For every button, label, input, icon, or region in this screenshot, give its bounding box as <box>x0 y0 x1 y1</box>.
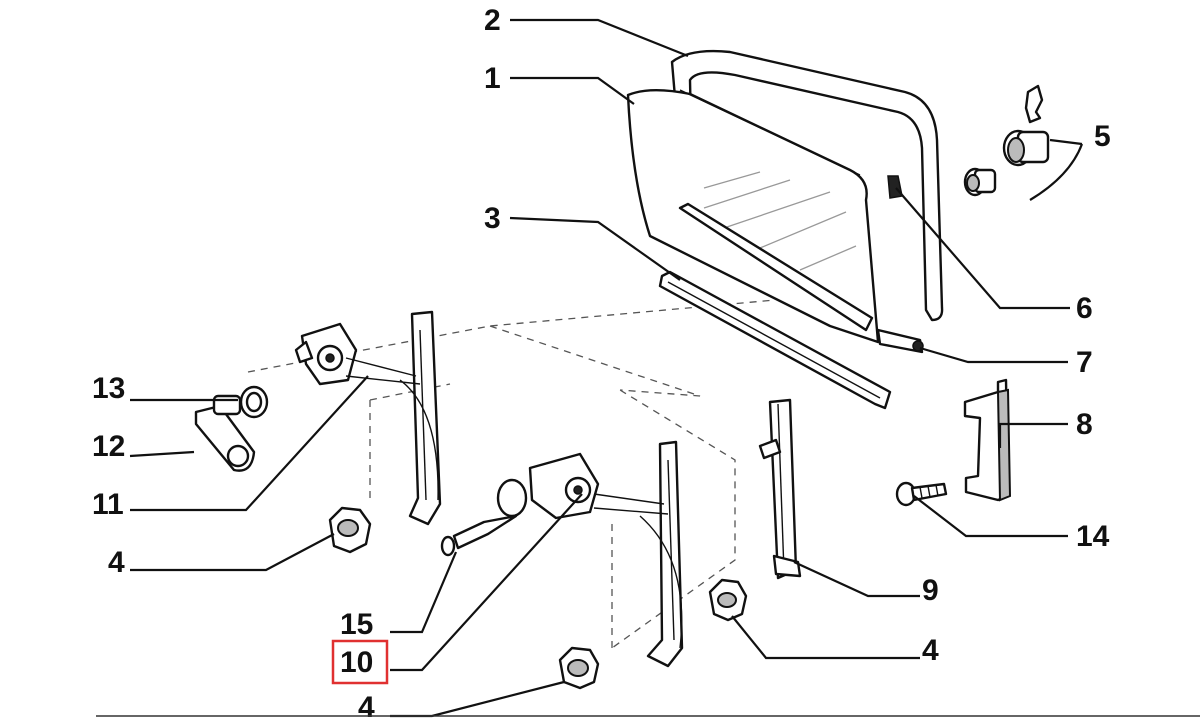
regulator-upper <box>294 310 442 526</box>
callout-14: 14 <box>1076 520 1110 553</box>
callout-9: 9 <box>922 574 939 607</box>
guide-rail <box>758 398 802 580</box>
dashed-guides <box>247 299 776 649</box>
callout-labels: 2 1 3 5 6 7 8 14 13 12 11 4 9 4 15 10 4 <box>92 4 1111 720</box>
callout-7: 7 <box>1076 346 1093 379</box>
callout-6: 6 <box>1076 292 1093 325</box>
callout-2: 2 <box>484 4 501 37</box>
nut-bottom <box>558 646 600 690</box>
stop-buffers <box>963 84 1050 197</box>
push-pin <box>440 514 518 557</box>
callout-3: 3 <box>484 202 501 235</box>
nut-right <box>708 578 748 622</box>
screw <box>895 481 948 507</box>
leader-lines <box>129 18 1084 718</box>
nut-left <box>328 506 372 554</box>
callout-11: 11 <box>92 488 124 521</box>
callout-8: 8 <box>1076 408 1093 441</box>
door-seal-frame <box>670 49 944 322</box>
glass-channel-strip <box>658 202 892 410</box>
frame-clip <box>887 175 903 199</box>
callout-4-right: 4 <box>922 634 939 667</box>
callout-5: 5 <box>1094 120 1111 153</box>
o-ring <box>239 385 269 419</box>
highlight-box-callout-10 <box>331 639 389 685</box>
callout-10: 10 <box>340 646 373 679</box>
callout-12: 12 <box>92 430 125 463</box>
window-glass <box>626 89 880 344</box>
run-channel <box>876 328 924 354</box>
callout-1: 1 <box>484 62 501 95</box>
callout-4-bottom: 4 <box>358 691 375 720</box>
callout-4-left: 4 <box>108 546 125 579</box>
regulator-lower <box>496 440 684 668</box>
callout-15: 15 <box>340 608 373 641</box>
callout-13: 13 <box>92 372 125 405</box>
cover-panel <box>963 378 1012 502</box>
